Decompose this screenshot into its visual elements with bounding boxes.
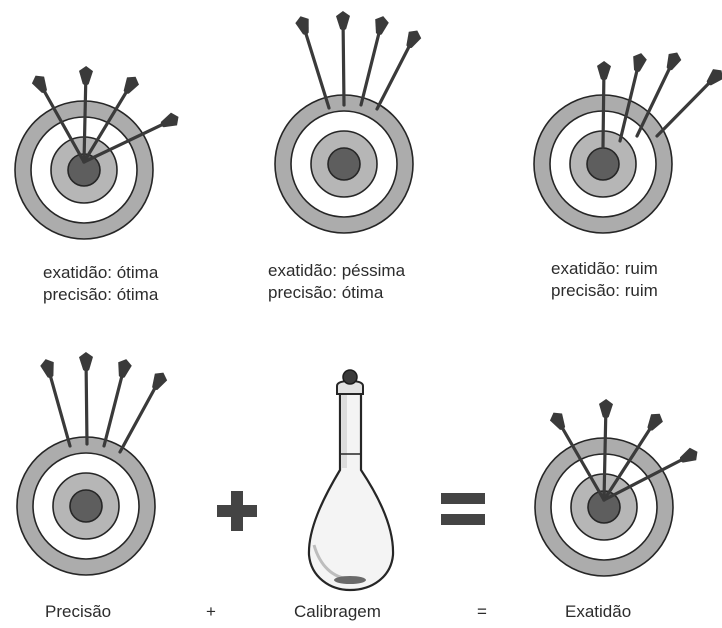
caption-1-precision: precisão: ótima <box>43 285 159 304</box>
caption-3-precision: precisão: ruim <box>551 281 658 300</box>
arrow-icon <box>79 352 93 446</box>
target-5-icon <box>534 437 674 577</box>
arrow-icon <box>295 16 331 110</box>
arrow-icon <box>102 359 132 448</box>
arrow-icon <box>618 53 647 143</box>
arrow-icon <box>375 30 422 111</box>
label-plus: + <box>206 602 216 621</box>
plus-sign <box>217 491 257 531</box>
caption-target-1: exatidão: ótima precisão: ótima <box>43 262 158 306</box>
arrow-icon <box>549 412 606 502</box>
target-4-icon <box>16 436 156 576</box>
arrow-icon <box>359 16 389 107</box>
arrow-icon <box>118 372 168 454</box>
arrow-icon <box>635 52 682 138</box>
arrow-icon <box>40 359 72 448</box>
caption-3-accuracy: exatidão: ruim <box>551 259 658 278</box>
label-equals: = <box>477 602 487 621</box>
target-2-icon <box>274 94 414 234</box>
arrow-icon <box>602 413 663 502</box>
caption-target-2: exatidão: péssima precisão: ótima <box>268 260 405 304</box>
caption-2-accuracy: exatidão: péssima <box>268 261 406 280</box>
label-calibration: Calibragem <box>294 602 381 621</box>
arrow-icon <box>336 11 350 107</box>
label-precision: Precisão <box>45 602 112 621</box>
arrow-icon <box>82 112 179 164</box>
volumetric-flask-icon <box>307 369 395 592</box>
caption-2-precision: precisão: ótima <box>268 283 384 302</box>
arrow-icon <box>82 76 139 164</box>
target-3-icon <box>533 94 673 234</box>
arrow-icon <box>655 69 722 138</box>
arrow-icon <box>597 61 611 149</box>
arrow-icon <box>31 75 86 164</box>
target-1-icon <box>14 100 154 240</box>
label-accuracy: Exatidão <box>565 602 632 621</box>
arrow-icon <box>599 399 613 502</box>
arrow-icon <box>602 447 698 502</box>
caption-1-accuracy: exatidão: ótima <box>43 263 159 282</box>
caption-target-3: exatidão: ruim precisão: ruim <box>551 258 658 302</box>
equals-sign <box>441 493 485 525</box>
arrow-icon <box>79 66 93 164</box>
